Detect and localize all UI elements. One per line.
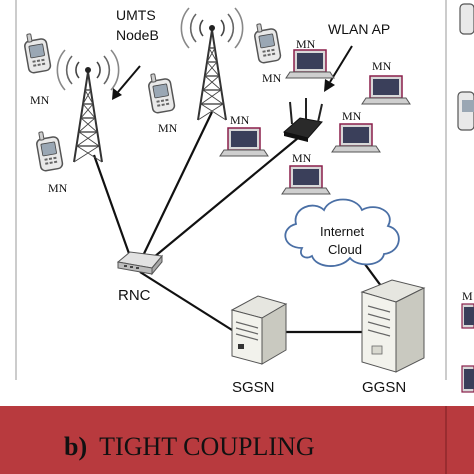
umts-nodeb-tower-right	[180, 7, 244, 121]
rnc-switch-icon	[116, 251, 163, 276]
mobile-phone-icon	[22, 30, 52, 75]
partial-mn-label: M	[462, 289, 473, 303]
ggsn-server-icon	[360, 279, 426, 373]
laptop-icon	[331, 123, 381, 153]
mn-label: MN	[372, 59, 392, 73]
laptop-icon	[285, 49, 335, 79]
umts-nodeb-tower-left	[56, 49, 120, 163]
mn-label: MN	[342, 109, 362, 123]
link-rnc-sgsn	[139, 271, 233, 331]
umts-arrow	[112, 65, 141, 100]
rnc-label: RNC	[118, 287, 151, 304]
mn-label: MN	[292, 151, 312, 165]
partial-laptop-icon	[461, 303, 474, 393]
link-nodeb1-rnc	[92, 154, 134, 263]
wlan-ap-arrow	[324, 45, 353, 92]
wlan-access-point-icon	[282, 98, 323, 142]
link-nodeb2-rnc	[139, 111, 213, 263]
mn-label: MN	[230, 113, 250, 127]
internet-cloud-label-line1: Internet	[320, 224, 364, 239]
mn-label: MN	[30, 93, 50, 107]
link-ap-rnc	[147, 137, 299, 263]
mobile-phone-icon	[252, 20, 282, 65]
network-links	[92, 111, 385, 334]
caption-text: b) TIGHT COUPLING	[64, 432, 315, 461]
internet-cloud-label-line2: Cloud	[328, 242, 362, 257]
caption-title: TIGHT COUPLING	[99, 432, 314, 461]
laptop-icon	[219, 127, 269, 157]
caption-prefix: b)	[64, 432, 87, 461]
umts-label-line1: UMTS	[116, 7, 156, 23]
mobile-phone-icon	[146, 70, 176, 115]
mn-label: MN	[48, 181, 68, 195]
sgsn-label: SGSN	[232, 379, 275, 396]
mn-label: MN	[296, 37, 316, 51]
mn-label: MN	[262, 71, 282, 85]
mobile-phone-icon	[34, 128, 64, 173]
partial-phone-icon	[457, 3, 474, 131]
internet-cloud-icon	[284, 198, 400, 267]
sgsn-server-icon	[230, 295, 288, 365]
mn-label: MN	[158, 121, 178, 135]
umts-label-line2: NodeB	[116, 27, 159, 43]
laptop-icon	[281, 165, 331, 195]
ggsn-label: GGSN	[362, 379, 406, 396]
caption-band	[0, 406, 474, 474]
wlan-ap-label: WLAN AP	[328, 21, 390, 37]
laptop-icon	[361, 75, 411, 105]
